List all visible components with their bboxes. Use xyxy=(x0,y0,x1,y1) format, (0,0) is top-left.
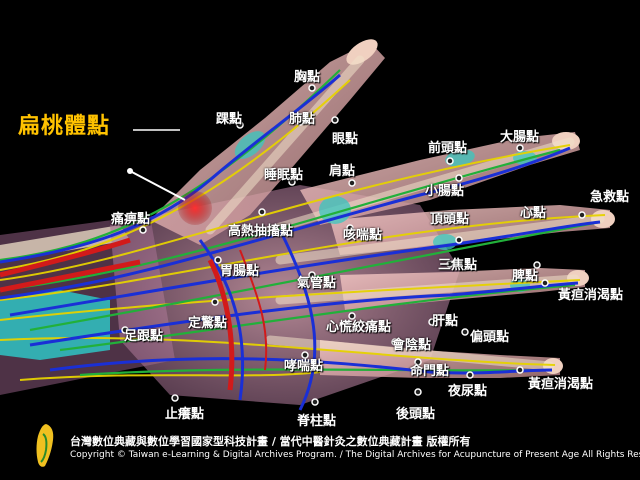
label-yeniao-point: 夜尿點 xyxy=(448,384,488,399)
label-xiaochang-point: 小腸點 xyxy=(425,184,465,199)
label-kechuan-point: 咳喘點 xyxy=(343,228,383,243)
taiwan-map-logo-icon xyxy=(36,424,54,467)
label-xiong-point: 胸點 xyxy=(294,70,321,85)
copyright-footer: 台灣數位典藏與數位學習國家型科技計畫 / 當代中醫針灸之數位典藏計畫 版權所有 … xyxy=(0,420,640,480)
label-zhiyang-point: 止癢點 xyxy=(165,407,205,422)
label-fei-point: 肺點 xyxy=(289,112,316,127)
label-houtou-point: 後頭點 xyxy=(396,407,436,422)
footer-copyright-chinese: 台灣數位典藏與數位學習國家型科技計畫 / 當代中醫針灸之數位典藏計畫 版權所有 xyxy=(70,435,471,448)
label-yan-point: 眼點 xyxy=(332,132,359,147)
label-jian-point: 肩點 xyxy=(329,164,356,179)
label-tongbi-point: 痛痹點 xyxy=(111,212,151,227)
callout-pointer xyxy=(127,129,186,201)
callout-title-tonsil-point: 扁桃體點 xyxy=(18,114,111,139)
label-mingmen-point: 命門點 xyxy=(410,364,450,379)
veins xyxy=(0,73,601,411)
label-dingtou-point: 頂頭點 xyxy=(430,212,470,227)
label-zugen-point: 足跟點 xyxy=(124,329,164,344)
label-piantou-point: 偏頭點 xyxy=(470,330,510,345)
label-gan-point: 肝點 xyxy=(432,314,459,329)
thumb-nail xyxy=(346,39,378,65)
label-xinhuang-point: 心慌絞痛點 xyxy=(326,320,392,335)
label-weichang-point: 胃腸點 xyxy=(220,264,260,279)
label-sanjiao-point: 三焦點 xyxy=(438,258,478,273)
label-xiaochuan-point: 哮喘點 xyxy=(284,359,324,374)
label-jijiu-point: 急救點 xyxy=(590,190,630,205)
label-jizhu-point: 脊柱點 xyxy=(297,414,337,429)
label-huai-point: 踝點 xyxy=(216,112,243,127)
label-pi-point: 脾點 xyxy=(512,269,539,284)
tonsil-point-marker xyxy=(178,191,212,225)
label-gaore-point: 高熱抽搐點 xyxy=(228,224,294,239)
label-huangdan2-point: 黃疸消渴點 xyxy=(528,377,594,392)
arteries xyxy=(0,237,268,391)
label-qiantou-point: 前頭點 xyxy=(428,141,468,156)
acupoint-dots xyxy=(121,84,586,406)
label-shuimian-point: 睡眠點 xyxy=(264,168,304,183)
footer-copyright-english: Copyright © Taiwan e-Learning & Digital … xyxy=(70,450,640,460)
label-huangdan1-point: 黃疸消渴點 xyxy=(558,288,624,303)
label-dachang-point: 大腸點 xyxy=(500,130,540,145)
label-huiyin-point: 會陰點 xyxy=(392,338,432,353)
label-qiguan-point: 氣管點 xyxy=(297,276,337,291)
label-xin-point: 心點 xyxy=(520,206,547,221)
label-dingjing-point: 定驚點 xyxy=(188,316,228,331)
